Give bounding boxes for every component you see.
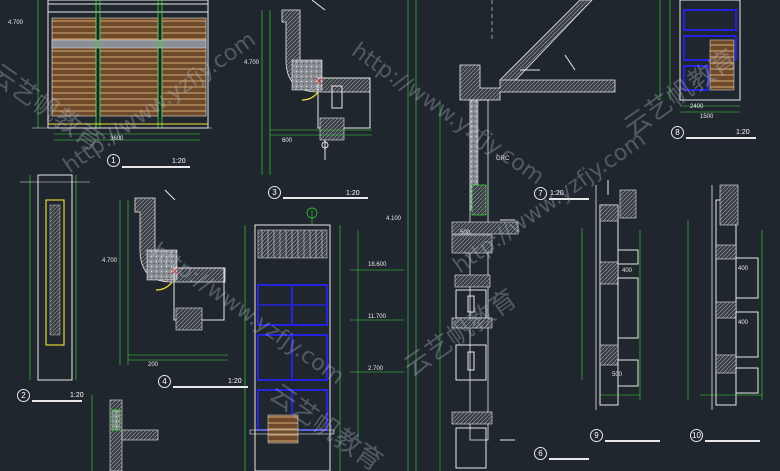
title-underline bbox=[605, 440, 660, 442]
detail-scale: 1:20 bbox=[550, 190, 564, 197]
title-underline bbox=[705, 440, 760, 442]
detail-number-circle: 9 bbox=[590, 429, 603, 442]
elevation-level-lines bbox=[350, 0, 493, 471]
title-underline bbox=[283, 197, 368, 199]
title-underline bbox=[122, 166, 190, 168]
dim-label: 400 bbox=[738, 320, 749, 326]
detail-10-section bbox=[687, 184, 763, 410]
dim-label: 2.700 bbox=[368, 366, 384, 372]
title-underline bbox=[32, 400, 82, 402]
detail-scale: 1:20 bbox=[736, 129, 750, 136]
dim-label: GRC bbox=[496, 156, 510, 162]
title-underline bbox=[686, 137, 756, 139]
dim-label: 4.700 bbox=[102, 258, 118, 264]
dim-label: 4.700 bbox=[244, 60, 260, 66]
dim-label: 2400 bbox=[690, 104, 704, 110]
detail-number-circle: 1 bbox=[107, 154, 120, 167]
dim-label: 600 bbox=[282, 138, 293, 144]
detail-number-circle: 2 bbox=[17, 389, 30, 402]
detail-5-window-elevation bbox=[244, 207, 341, 471]
dim-label: 1500 bbox=[700, 114, 714, 120]
detail-small-bottom bbox=[91, 395, 159, 471]
detail-scale: 1:20 bbox=[172, 158, 186, 165]
detail-number-circle: 10 bbox=[690, 429, 703, 442]
dim-label: 500 bbox=[612, 372, 623, 378]
detail-scale: 1:20 bbox=[346, 190, 360, 197]
dim-label: 400 bbox=[738, 266, 749, 272]
dim-label: 18.600 bbox=[368, 262, 387, 268]
title-underline bbox=[549, 458, 589, 460]
dim-label: 500 bbox=[460, 230, 471, 236]
detail-number-circle: 8 bbox=[671, 126, 684, 139]
dim-label: 400 bbox=[622, 268, 633, 274]
detail-number-circle: 7 bbox=[534, 187, 547, 200]
dim-label: 3600 bbox=[110, 136, 124, 142]
detail-8-window bbox=[659, 0, 741, 113]
dim-label: 11.700 bbox=[368, 314, 386, 320]
dim-label: 4.100 bbox=[386, 216, 402, 222]
detail-3-parapet bbox=[261, 0, 372, 175]
detail-6-wall-section bbox=[439, 0, 616, 471]
dim-label: 200 bbox=[148, 362, 159, 368]
detail-number-circle: 6 bbox=[534, 447, 547, 460]
detail-number-circle: 4 bbox=[158, 375, 171, 388]
title-underline bbox=[173, 386, 248, 388]
detail-1-elevation bbox=[32, 0, 212, 141]
detail-4-parapet bbox=[119, 189, 228, 365]
detail-scale: 1:20 bbox=[70, 392, 84, 399]
detail-number-circle: 3 bbox=[268, 186, 281, 199]
detail-scale: 1:20 bbox=[228, 378, 242, 385]
title-underline bbox=[549, 198, 589, 200]
detail-9-section bbox=[581, 180, 641, 410]
detail-2-column bbox=[20, 174, 90, 381]
dim-label: 4.700 bbox=[8, 20, 24, 26]
red-markers bbox=[171, 77, 323, 275]
